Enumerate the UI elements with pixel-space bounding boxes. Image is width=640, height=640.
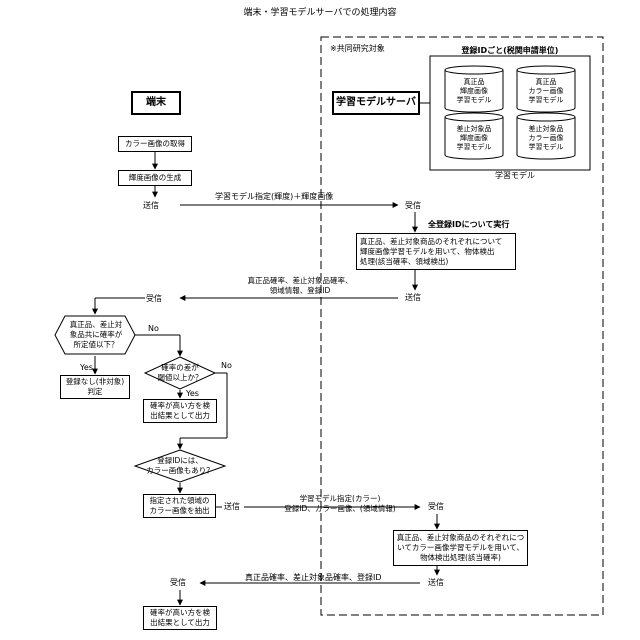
- terminal-send-2: 送信: [224, 501, 240, 512]
- decision-2-yes: Yes: [186, 388, 199, 399]
- exec-all-ids: 全登録IDについて実行: [428, 219, 509, 230]
- model-label-1: 真正品輝度画像学習モデル: [445, 78, 503, 105]
- model-group-title: 登録IDごと(税関申請単位): [430, 45, 590, 56]
- unregistered-judgement: 登録なし(非対象) 判定: [60, 375, 130, 399]
- region-label: ※共同研究対象: [330, 43, 385, 54]
- decision-2-text: 確率の差が 閾値以上か？: [150, 363, 210, 383]
- message-4: 真正品確率、差止対象品確率、登録ID: [245, 572, 382, 583]
- output-higher-probability-1: 確率が高い方を検 出結果として出力: [143, 399, 217, 423]
- server-process-color: 真正品、差止対象商品のそれぞれにつ いてカラー画像学習モデルを用いて、 物体検出…: [393, 530, 528, 566]
- decision-1-no: No: [148, 323, 159, 334]
- server-receive-1: 受信: [405, 200, 421, 211]
- model-label-4: 差止対象品カラー画像学習モデル: [517, 125, 575, 152]
- decision-2-no: No: [221, 360, 232, 371]
- message-1: 学習モデル指定(輝度)＋輝度画像: [215, 191, 333, 202]
- model-label-2: 真正品カラー画像学習モデル: [517, 78, 575, 105]
- output-higher-probability-2: 確率が高い方を検 出結果として出力: [143, 606, 217, 630]
- server-send-1: 送信: [405, 292, 421, 303]
- decision-1-yes: Yes: [80, 362, 93, 373]
- acquire-color-image: カラー画像の取得: [118, 136, 192, 152]
- terminal-header: 端末: [131, 91, 181, 115]
- terminal-send-1: 送信: [143, 200, 159, 211]
- decision-1-text: 真正品、差止対 象品共に確率が 所定値以下？: [60, 320, 132, 350]
- model-label-3: 差止対象品輝度画像学習モデル: [445, 125, 503, 152]
- page-title: 端末・学習モデルサーバでの処理内容: [0, 8, 640, 19]
- server-process-luminance: 真正品、差止対象商品のそれぞれについて 輝度画像学習モデルを用いて、物体検出 処…: [356, 233, 516, 270]
- models-caption: 学習モデル: [475, 170, 555, 181]
- terminal-receive-2: 受信: [170, 577, 186, 588]
- server-header: 学習モデルサーバ: [332, 91, 420, 115]
- terminal-receive-1: 受信: [146, 293, 162, 304]
- message-3: 学習モデル指定(カラー) 登録ID、カラー画像、(領域情報): [270, 494, 410, 514]
- server-receive-2: 受信: [428, 501, 444, 512]
- message-2: 真正品確率、差止対象品確率、 領域情報、登録ID: [225, 276, 375, 296]
- extract-color-region: 指定された領域の カラー画像を抽出: [143, 494, 216, 518]
- server-send-2: 送信: [428, 577, 444, 588]
- decision-3-text: 登録IDには、 カラー画像もあり？: [137, 456, 223, 476]
- generate-grayscale-image: 輝度画像の生成: [118, 170, 192, 186]
